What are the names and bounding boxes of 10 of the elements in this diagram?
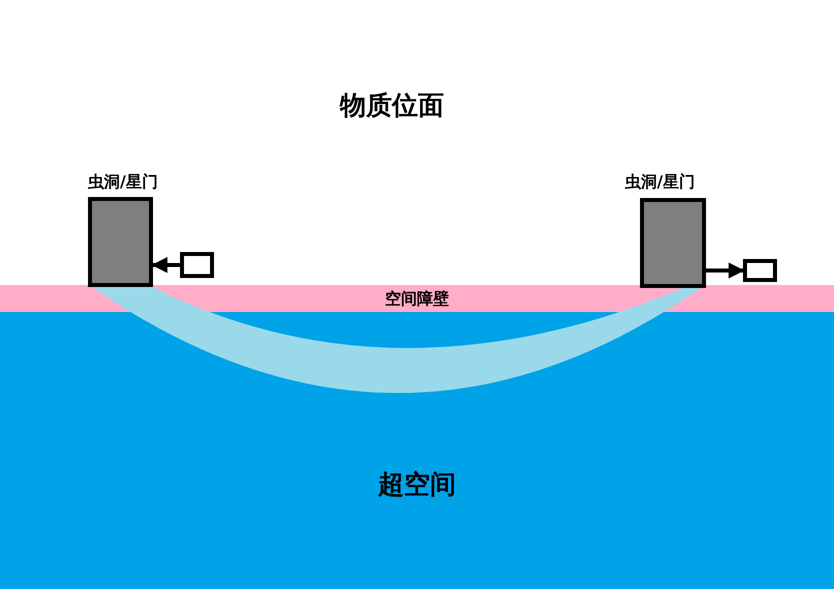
region-label: 空间障壁 — [385, 289, 449, 310]
portal-label: 虫洞/星门 — [88, 172, 158, 193]
portal-label: 虫洞/星门 — [625, 172, 695, 193]
plane-label: 物质位面 — [340, 90, 444, 123]
arrow — [706, 262, 745, 278]
hyperspace-region — [0, 312, 834, 589]
arrow — [151, 257, 180, 273]
region-label: 超空间 — [378, 469, 456, 502]
small-box — [180, 252, 214, 278]
small-box — [743, 259, 777, 282]
